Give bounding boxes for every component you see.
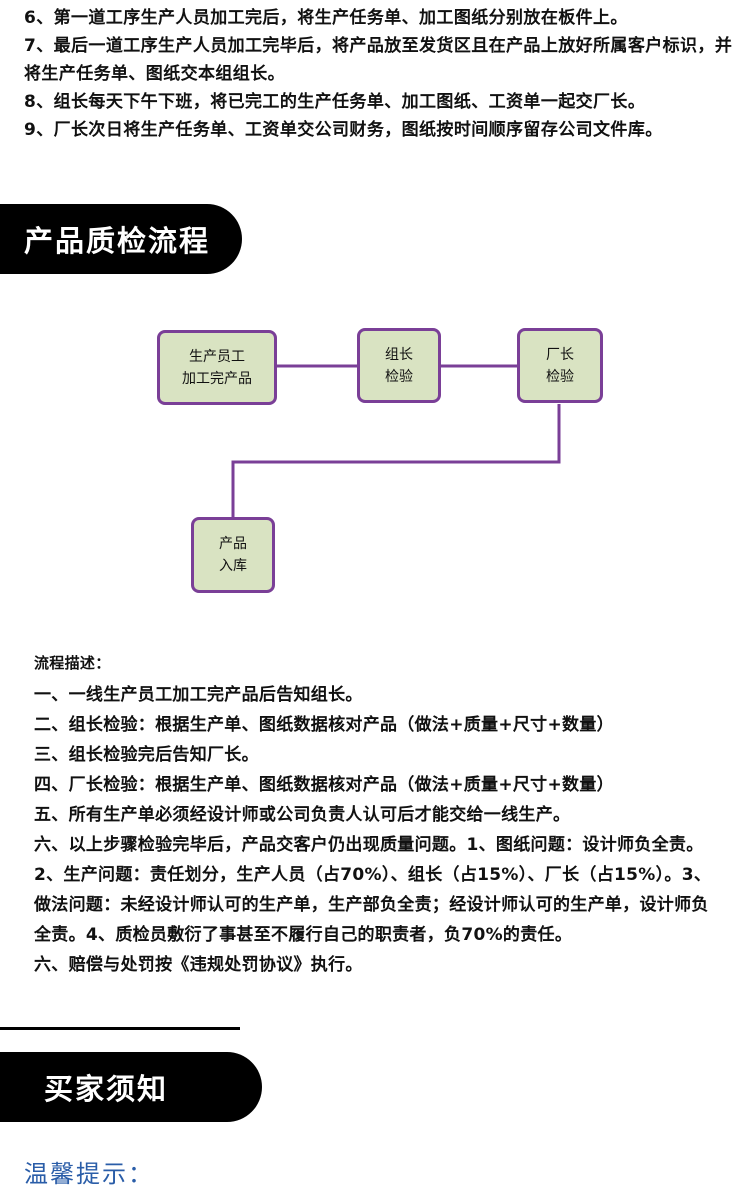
description-item: 六、赔偿与处罚按《违规处罚协议》执行。 [34,955,363,975]
flow-box-line: 加工完产品 [182,370,252,387]
flow-box-team-leader: 组长 检验 [357,328,441,403]
warm-tip-title: 温馨提示： [24,1160,154,1188]
flow-box-line: 检验 [546,368,574,385]
flowchart-connectors [231,364,561,518]
flow-box-line: 产品 [219,536,247,552]
intro-step: 9、厂长次日将生产任务单、工资单交公司财务，图纸按时间顺序留存公司文件库。 [24,120,663,140]
intro-step: 6、第一道工序生产人员加工完后，将生产任务单、加工图纸分别放在板件上。 [24,8,628,28]
flow-box-factory-manager: 厂长 检验 [517,328,603,403]
divider [0,1027,240,1030]
description-item: 四、厂长检验：根据生产单、图纸数据核对产品（做法+质量+尺寸+数量） [34,775,614,795]
flow-box-line: 生产员工 [189,348,245,365]
description-item: 三、组长检验完后告知厂长。 [34,745,259,765]
section-banner-buyer-notice: 买家须知 [0,1052,262,1122]
intro-step: 7、最后一道工序生产人员加工完毕后，将产品放至发货区且在产品上放好所属客户标识，… [24,36,733,84]
flow-box-warehouse: 产品 入库 [191,517,275,593]
description-item: 一、一线生产员工加工完产品后告知组长。 [34,685,363,705]
section-banner-quality-inspection: 产品质检流程 [0,204,242,274]
connector-3-4 [231,404,561,518]
intro-steps: 6、第一道工序生产人员加工完后，将生产任务单、加工图纸分别放在板件上。 7、最后… [24,4,734,144]
process-description: 流程描述： 一、一线生产员工加工完产品后告知组长。 二、组长检验：根据生产单、图… [34,650,724,980]
intro-step: 8、组长每天下午下班，将已完工的生产任务单、加工图纸、工资单一起交厂长。 [24,92,646,112]
description-item: 二、组长检验：根据生产单、图纸数据核对产品（做法+质量+尺寸+数量） [34,715,614,735]
flow-box-line: 入库 [219,558,247,574]
description-item: 五、所有生产单必须经设计师或公司负责人认可后才能交给一线生产。 [34,805,571,825]
flow-box-worker: 生产员工 加工完产品 [157,330,277,405]
flow-box-line: 厂长 [546,346,574,363]
section-title: 买家须知 [44,1072,169,1106]
section-title: 产品质检流程 [24,224,211,258]
flow-box-line: 检验 [385,368,413,385]
description-title: 流程描述： [34,654,111,672]
description-item: 六、以上步骤检验完毕后，产品交客户仍出现质量问题。1、图纸问题：设计师负全责。2… [34,835,712,945]
flow-box-line: 组长 [385,346,413,363]
